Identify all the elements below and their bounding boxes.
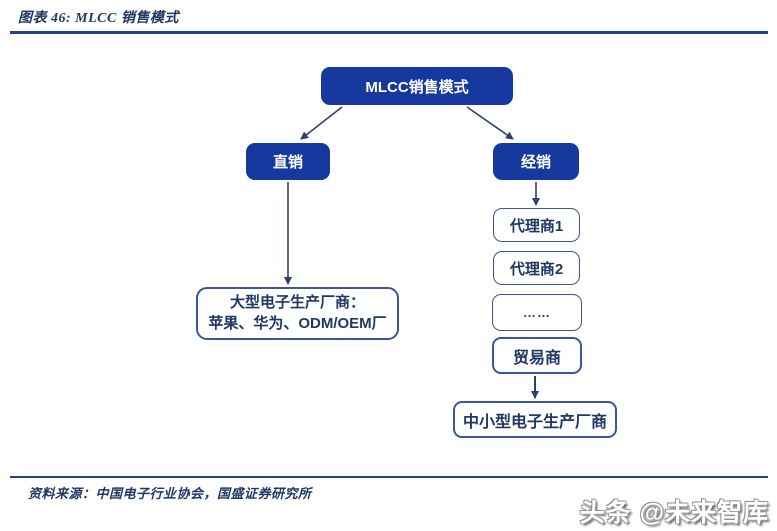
node-label: …… (523, 305, 551, 320)
toutiao-watermark: 头条 @未来智库 (579, 499, 769, 527)
arrow-root-to-distribution (466, 106, 514, 140)
node-trader: 贸易商 (492, 337, 582, 374)
bottom-divider (10, 476, 768, 478)
node-label: 代理商2 (509, 260, 564, 278)
node-agent-2: 代理商2 (493, 251, 580, 285)
node-large-manufacturers: 大型电子生产厂商： 苹果、华为、ODM/OEM厂 (196, 287, 399, 340)
node-label-line1: 大型电子生产厂商： (229, 294, 365, 312)
node-label: 大型电子生产厂商： 苹果、华为、ODM/OEM厂 (208, 293, 386, 334)
node-mlcc-sales-mode: MLCC销售模式 (321, 67, 513, 105)
node-label: 直销 (272, 154, 303, 171)
node-label: 中小型电子生产厂商 (462, 413, 607, 431)
node-ellipsis: …… (492, 294, 582, 331)
node-distribution: 经销 (493, 143, 579, 180)
top-divider (10, 31, 768, 34)
figure-title: 图表 46: MLCC 销售模式 (18, 11, 179, 26)
node-small-manufacturers: 中小型电子生产厂商 (453, 401, 617, 438)
node-direct-sales: 直销 (246, 143, 330, 180)
source-note: 资料来源：中国电子行业协会，国盛证券研究所 (28, 486, 312, 501)
node-label: 代理商1 (509, 217, 564, 235)
node-label: MLCC销售模式 (365, 78, 469, 96)
node-agent-1: 代理商1 (493, 208, 580, 242)
node-label: 贸易商 (512, 349, 561, 367)
node-label-line2: 苹果、华为、ODM/OEM厂 (208, 314, 387, 332)
arrow-root-to-direct (300, 106, 343, 140)
node-label: 经销 (520, 154, 551, 171)
